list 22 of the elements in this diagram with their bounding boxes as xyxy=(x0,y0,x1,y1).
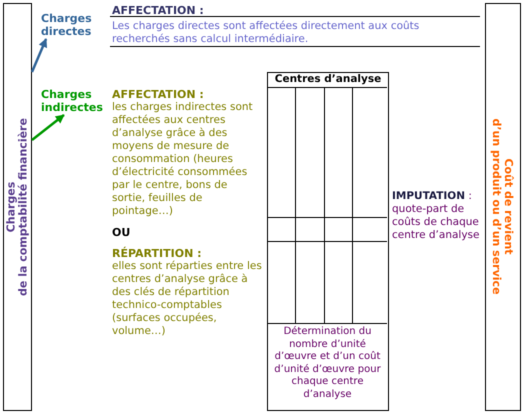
section-heading: IMPUTATION : xyxy=(392,190,472,203)
definition-text: les charges indirectes sont affectées aux centres d’analyse grâce à des moyens de mesure de consommation (heures d’électricité consommées par le centre, bons de sortie, feuilles de pointage…) xyxy=(112,101,254,218)
arrow xyxy=(31,114,65,141)
panel-title: Charges xyxy=(5,181,17,232)
arrow xyxy=(30,38,48,72)
section-heading: AFFECTATION : xyxy=(112,4,205,17)
table-heading: Centres d’analyse xyxy=(274,73,382,86)
vertical-panel xyxy=(485,3,521,411)
analysis-table xyxy=(267,72,389,411)
table-note: Détermination du nombre d’unité d’œuvre et d’un coût d’unité d’œuvre pour chaque centre d’analyse xyxy=(273,326,382,401)
definition-text: elles sont réparties entre les centres d’analyse grâce à des clés de répartition technico-comptables (surfaces occupées, volume…) xyxy=(112,260,262,338)
section-heading: RÉPARTITION : xyxy=(112,247,203,260)
vertical-panel xyxy=(3,3,32,411)
section-heading: AFFECTATION : xyxy=(112,88,205,101)
definition-text: Les charges directes sont affectées directement aux coûts recherchés sans calcul intermédiaire. xyxy=(112,20,420,46)
panel-subtitle: d’un produit ou d’un service xyxy=(490,118,502,295)
panel-subtitle: de la comptabilité financière xyxy=(17,118,29,296)
definition-text: quote-part de coûts de chaque centre d’analyse xyxy=(392,203,480,242)
conjunction-word: OU xyxy=(112,226,132,239)
category-label: Charges directes xyxy=(41,12,92,38)
panel-title: Coût de revient xyxy=(502,158,514,255)
category-label: Charges indirectes xyxy=(41,88,103,114)
